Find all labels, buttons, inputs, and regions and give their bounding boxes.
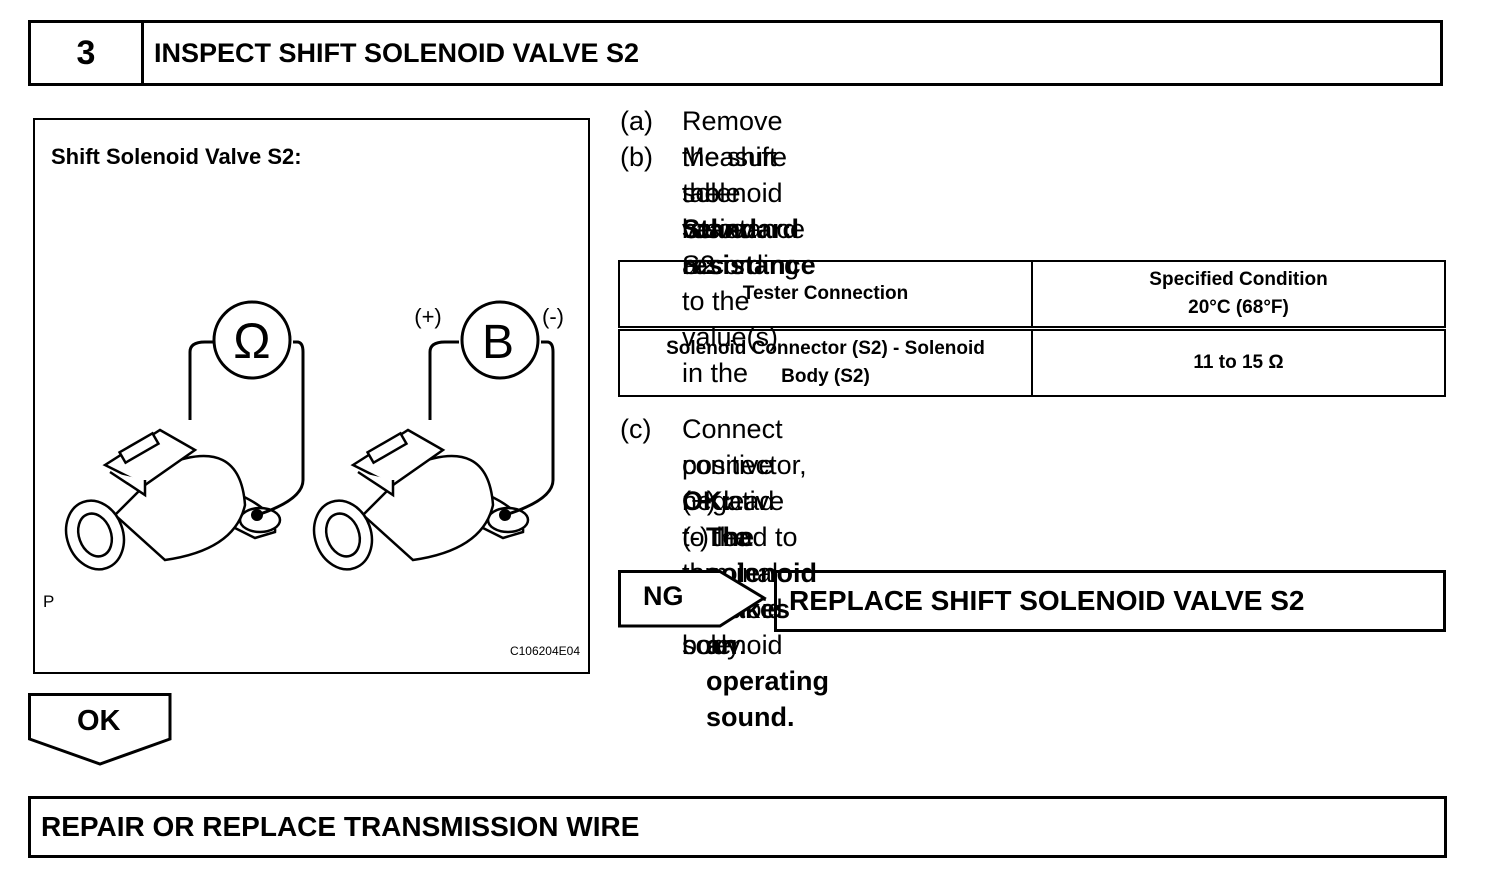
header-tester-connection: Tester Connection bbox=[618, 260, 1033, 331]
solenoid-figure: Ω B (+) (-) Shift Solenoid Valve S2: P C… bbox=[33, 118, 590, 674]
solenoid-right-drawing bbox=[312, 428, 530, 571]
table-header-row: Tester Connection Specified Condition 20… bbox=[618, 260, 1446, 331]
cell-connection-line2: Body (S2) bbox=[781, 366, 870, 387]
step-header: 3 INSPECT SHIFT SOLENOID VALVE S2 bbox=[28, 20, 1443, 86]
cell-condition: 11 to 15 Ω bbox=[1031, 327, 1446, 397]
step-number: 3 bbox=[31, 23, 144, 83]
ok-label: OK bbox=[77, 705, 121, 737]
battery-symbol: B bbox=[482, 316, 514, 369]
table-row: Solenoid Connector (S2) - Solenoid Body … bbox=[618, 327, 1446, 397]
cell-connection-line1: Solenoid Connector (S2) - Solenoid bbox=[666, 338, 985, 359]
minus-label: (-) bbox=[542, 304, 564, 329]
ok-action-box: REPAIR OR REPLACE TRANSMISSION WIRE bbox=[28, 796, 1447, 858]
ng-label: NG bbox=[643, 581, 684, 611]
ok-arrow-tag bbox=[28, 693, 172, 766]
header-specified-condition: Specified Condition 20°C (68°F) bbox=[1031, 260, 1446, 331]
step-c-label: (c) bbox=[620, 414, 652, 444]
solenoid-illustration: Ω B (+) (-) bbox=[64, 300, 564, 571]
ohm-symbol: Ω bbox=[233, 313, 270, 369]
resistance-table: Tester Connection Specified Condition 20… bbox=[618, 260, 1446, 397]
cell-connection: Solenoid Connector (S2) - Solenoid Body … bbox=[618, 327, 1033, 397]
step-b-line2: table below. bbox=[682, 178, 759, 244]
header-condition-temp: 20°C (68°F) bbox=[1188, 297, 1289, 318]
step-a-label: (a) bbox=[620, 106, 653, 136]
header-condition-title: Specified Condition bbox=[1149, 269, 1328, 290]
figure-p-label: P bbox=[43, 592, 55, 611]
step-a-text: Remove the shift solenoid valve S2. bbox=[682, 106, 783, 280]
step-title: INSPECT SHIFT SOLENOID VALVE S2 bbox=[154, 37, 640, 68]
figure-code: C106204E04 bbox=[509, 644, 580, 658]
figure-title: Shift Solenoid Valve S2: bbox=[51, 144, 302, 169]
ok-heading: OK: bbox=[682, 486, 732, 516]
solenoid-left-drawing bbox=[64, 428, 282, 571]
step-b-label: (b) bbox=[620, 142, 653, 172]
ng-action-box: REPLACE SHIFT SOLENOID VALVE S2 bbox=[774, 570, 1446, 632]
plus-label: (+) bbox=[414, 304, 442, 329]
ng-arrow-tag bbox=[618, 570, 767, 628]
